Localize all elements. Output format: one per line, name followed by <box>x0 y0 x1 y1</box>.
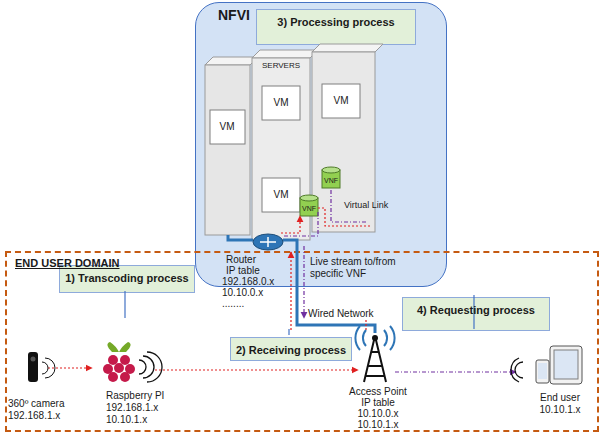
servers-part <box>262 86 300 120</box>
stream-arrows-part <box>395 371 516 372</box>
virtual-link-part <box>318 208 370 226</box>
raspberry-pi-icon <box>103 342 162 382</box>
process-box: 2) Receiving process <box>230 337 352 361</box>
process-box: 4) Requesting process <box>402 297 550 331</box>
end-user-icon <box>511 346 582 384</box>
camera-icon <box>28 352 55 382</box>
wired-network-part <box>283 240 375 333</box>
ip-address: 192.168.0.x <box>222 276 274 288</box>
table-label: IP table <box>361 397 395 409</box>
stream-arrows-part <box>155 369 358 370</box>
ip-address: 10.10.1.x <box>539 404 580 416</box>
process-label: 4) Requesting process <box>417 298 535 316</box>
access-point-icon-part <box>364 336 386 382</box>
ip-address: 192.168.1.x <box>106 402 158 414</box>
link-label: Virtual Link <box>344 200 388 211</box>
ip-address: 10.10.0.x <box>357 408 398 420</box>
end-user-icon-part <box>538 363 547 379</box>
part-label: Router <box>226 254 256 266</box>
servers-part <box>205 65 250 235</box>
servers-part <box>322 84 360 118</box>
note-label: Live stream to/from specific VNF <box>310 256 405 280</box>
ip-address: 192.168.1.x <box>8 410 60 422</box>
end-user-icon-part <box>554 350 578 379</box>
vm-label: VM <box>334 95 349 107</box>
ip-address: 10.10.1.x <box>106 414 147 426</box>
servers <box>205 44 383 240</box>
process-label: 2) Receiving process <box>236 338 346 356</box>
vm-label: VM <box>274 189 289 201</box>
ip-address: 10.10.1.x <box>357 419 398 431</box>
servers-part <box>312 44 383 52</box>
raspberry-pi-icon-part <box>108 355 118 365</box>
router-symbol-part <box>253 234 283 250</box>
stream-arrows-part <box>303 246 304 318</box>
servers-part <box>252 50 318 58</box>
process-box: 1) Transcoding process <box>59 265 194 293</box>
process-label: 3) Processing process <box>277 10 394 28</box>
vm-label: VM <box>220 121 235 133</box>
access-point-icon-part <box>372 335 378 341</box>
part-label: SERVERS <box>262 61 300 71</box>
vm-label: VM <box>274 97 289 109</box>
part-label: Access Point <box>349 386 407 398</box>
region-title: END USER DOMAIN <box>15 257 120 269</box>
raspberry-pi-icon-part <box>139 352 162 382</box>
raspberry-pi-icon-part <box>120 355 130 365</box>
end-user-icon-part <box>536 360 549 383</box>
vnf-cylinders-part <box>322 167 340 173</box>
raspberry-pi-icon-part <box>107 342 130 352</box>
part-label: 360º camera <box>8 398 64 410</box>
part-label: Raspberry PI <box>106 390 164 402</box>
domain-region: 1) Transcoding process 2) Receiving proce… <box>5 251 599 432</box>
part-label: End user <box>540 392 580 404</box>
camera-icon-part <box>28 352 38 382</box>
servers-part <box>210 110 245 144</box>
raspberry-pi-icon-part <box>120 372 130 382</box>
ellipsis: ........ <box>222 298 244 310</box>
vnf-cylinders <box>300 167 340 216</box>
end-user-icon-part <box>511 358 523 382</box>
wired-network-part <box>228 235 253 240</box>
stream-arrows-part <box>290 252 291 330</box>
vnf-cylinders-part <box>300 195 318 201</box>
leader-lines-part <box>473 295 474 329</box>
end-user-icon-part <box>550 346 582 384</box>
access-point-icon <box>355 326 394 382</box>
stream-arrows-part <box>284 212 318 236</box>
servers-part <box>262 178 300 212</box>
vnf-label: VNF <box>324 176 338 185</box>
table-label: IP table <box>226 265 260 277</box>
stream-arrows <box>48 212 516 372</box>
access-point-icon-part <box>355 326 394 350</box>
servers-part <box>205 57 258 65</box>
camera-icon-part <box>31 357 36 362</box>
process-box: 3) Processing process <box>256 9 416 45</box>
leader-lines-part <box>288 329 289 335</box>
region-title: NFVI <box>218 7 250 23</box>
ip-address: 10.10.0.x <box>222 287 263 299</box>
raspberry-pi-icon-part <box>114 363 124 373</box>
leader-lines <box>125 291 474 335</box>
stream-arrows-part <box>281 216 300 233</box>
vnf-label: VNF <box>302 204 316 213</box>
router-symbol <box>253 234 283 250</box>
link-label: Wired Network <box>308 308 374 320</box>
raspberry-pi-icon-part <box>108 372 118 382</box>
stream-arrows-part <box>365 318 366 330</box>
camera-icon-part <box>42 358 55 378</box>
leader-lines-part <box>124 291 125 318</box>
router-symbol-part <box>260 237 276 247</box>
